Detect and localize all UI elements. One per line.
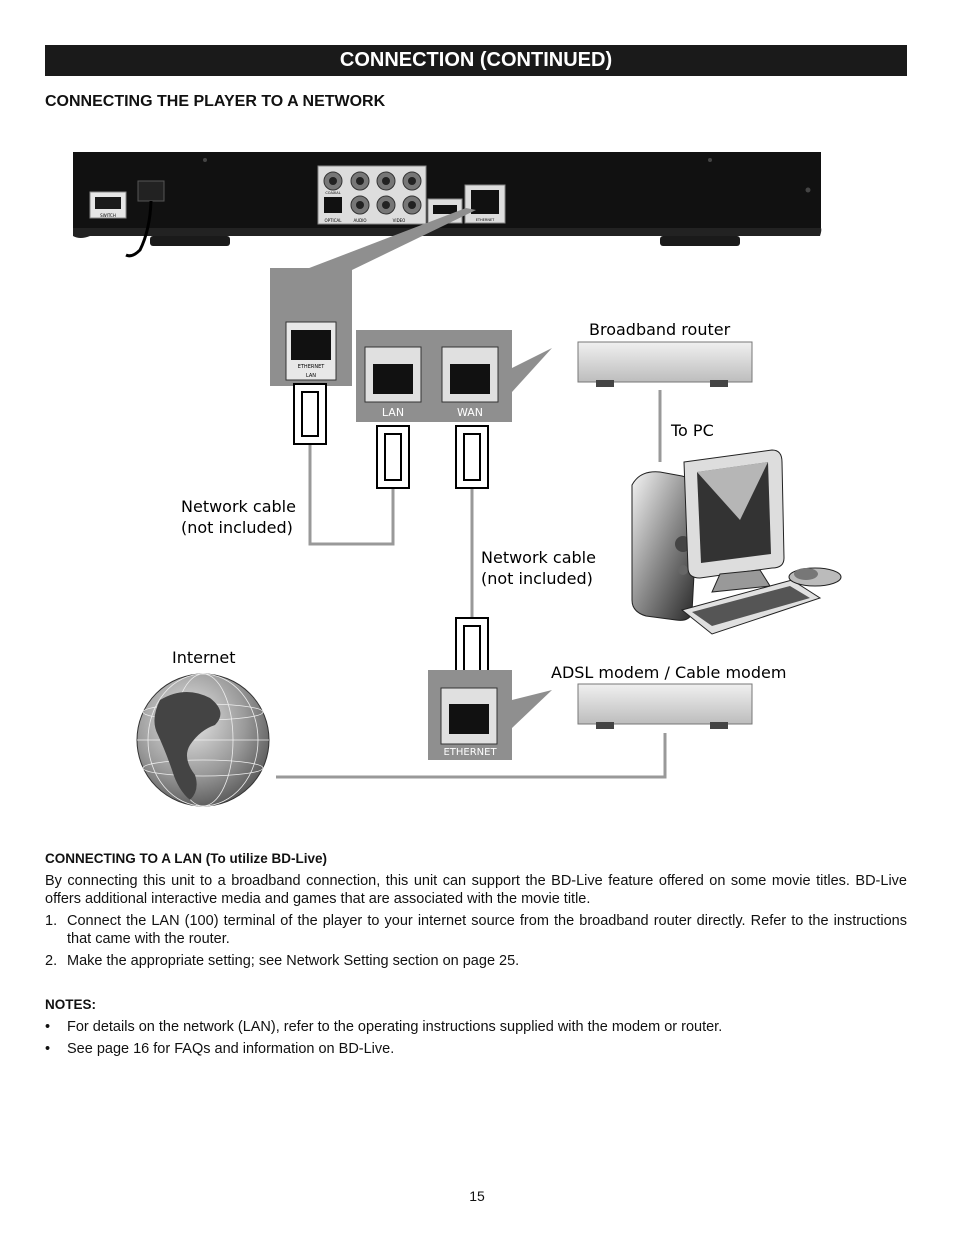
list-item: • For details on the network (LAN), refe… — [45, 1018, 907, 1036]
adsl-cable-modem: ADSL modem / Cable modem — [551, 663, 786, 729]
power-switch: SWITCH — [89, 191, 127, 219]
broadband-router-label: Broadband router — [589, 320, 731, 339]
list-item: • See page 16 for FAQs and information o… — [45, 1040, 907, 1058]
list-marker: • — [45, 1019, 51, 1035]
lan-heading: CONNECTING TO A LAN (To utilize BD-Live) — [45, 851, 327, 866]
power-cord — [125, 200, 153, 258]
player-port-lan-label: LAN — [306, 373, 316, 379]
network-cable-label-1: Network cable (not included) — [181, 497, 296, 537]
page-title-bar: CONNECTION (CONTINUED) — [45, 45, 907, 76]
rj45-plug — [455, 425, 489, 489]
optical-label: OPTICAL — [325, 218, 343, 223]
internet-globe: Internet — [136, 648, 270, 807]
list-item: 2. Make the appropriate setting; see Net… — [45, 952, 907, 970]
list-item-text: Make the appropriate setting; see Networ… — [67, 953, 520, 969]
list-item-text: For details on the network (LAN), refer … — [67, 1019, 723, 1035]
modem-label: ADSL modem / Cable modem — [551, 663, 786, 682]
router-ports-zoom: LAN WAN — [356, 330, 552, 422]
steps-list: 1. Connect the LAN (100) terminal of the… — [45, 912, 907, 970]
section-heading: CONNECTING THE PLAYER TO A NETWORK — [45, 93, 386, 110]
intro-paragraph: By connecting this unit to a broadband c… — [45, 873, 907, 907]
player-port-callout-pointer — [304, 208, 476, 270]
list-marker: • — [45, 1041, 51, 1057]
av-panel: COAXIAL OPTICAL AUDIO VIDEO — [317, 165, 427, 225]
page-number: 15 — [469, 1188, 485, 1204]
router-lan-label: LAN — [382, 406, 404, 419]
modem-ethernet-label: ETHERNET — [443, 747, 497, 758]
ethernet-label: ETHERNET — [476, 218, 495, 222]
network-cable-player-router — [308, 444, 395, 546]
player-lan-port-zoom: ETHERNET LAN — [270, 268, 352, 386]
to-pc-label: To PC — [670, 421, 714, 440]
switch-label: SWITCH — [100, 213, 116, 218]
player-port-ethernet-label: ETHERNET — [298, 364, 326, 370]
list-item-text: Connect the LAN (100) terminal of the pl… — [67, 913, 907, 947]
internet-label: Internet — [172, 648, 236, 667]
notes-heading: NOTES: — [45, 997, 97, 1012]
page-title: CONNECTION (CONTINUED) — [339, 49, 613, 71]
rj45-plug — [293, 383, 327, 445]
instructions-body: CONNECTING TO A LAN (To utilize BD-Live)… — [45, 850, 907, 1062]
network-cable-label-2: Network cable (not included) — [481, 548, 596, 588]
rj45-plug — [376, 425, 410, 489]
player-rear-panel: SWITCH COAXIAL OPTICAL AUDIO VIDEO — [73, 152, 822, 258]
audio-label: AUDIO — [353, 218, 366, 223]
network-connection-diagram: SWITCH COAXIAL OPTICAL AUDIO VIDEO — [73, 152, 842, 807]
video-label: VIDEO — [393, 218, 406, 223]
network-cable-label-line: Network cable — [481, 548, 596, 567]
list-marker: 1. — [45, 913, 58, 929]
coaxial-label: COAXIAL — [325, 191, 340, 195]
notes-list: • For details on the network (LAN), refe… — [45, 1018, 907, 1058]
network-cable-label-line: (not included) — [481, 569, 593, 588]
broadband-router: Broadband router — [577, 320, 753, 387]
network-cable-label-line: (not included) — [181, 518, 293, 537]
list-item-text: See page 16 for FAQs and information on … — [67, 1041, 395, 1057]
network-cable-label-line: Network cable — [181, 497, 296, 516]
pc-icon — [631, 449, 842, 635]
modem-port-zoom: ETHERNET — [428, 670, 552, 760]
internet-to-modem-line — [276, 733, 667, 779]
ethernet-port: ETHERNET — [464, 184, 506, 224]
list-item: 1. Connect the LAN (100) terminal of the… — [45, 912, 907, 948]
router-wan-label: WAN — [457, 406, 483, 419]
rj45-plug — [455, 617, 489, 681]
list-marker: 2. — [45, 953, 58, 969]
